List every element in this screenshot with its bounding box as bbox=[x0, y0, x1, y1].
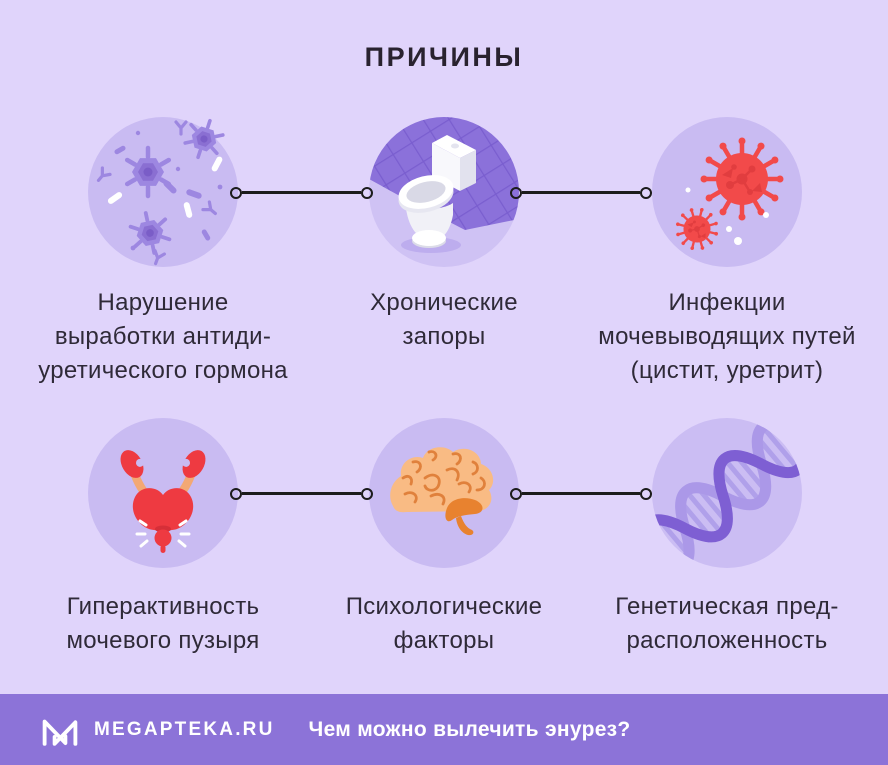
connector-row2-right bbox=[510, 487, 652, 500]
connector-line bbox=[242, 191, 361, 194]
connector-row2-left bbox=[230, 487, 373, 500]
connector-dot bbox=[230, 487, 242, 500]
bladder-kidneys-icon bbox=[88, 418, 238, 568]
dna-icon bbox=[652, 418, 802, 568]
connector-dot bbox=[640, 487, 652, 500]
megapteka-logo-icon bbox=[42, 719, 78, 746]
connector-dot bbox=[510, 487, 522, 500]
microbes-icon bbox=[88, 117, 238, 267]
connector-line bbox=[522, 191, 640, 194]
viruses-icon bbox=[652, 117, 802, 267]
footer-brand: MEGAPTEKA.RU bbox=[94, 718, 275, 740]
cause-label-constipation: Хронические запоры bbox=[370, 289, 518, 350]
toilet-icon bbox=[369, 117, 519, 267]
connector-dot bbox=[640, 186, 652, 199]
cause-label-bladder: Гиперактивность мочевого пузыря bbox=[66, 593, 260, 654]
connector-dot bbox=[510, 186, 522, 199]
cause-label-infections: Инфекции мочевыводящих путей (цистит, ур… bbox=[598, 289, 856, 384]
cause-label-psychological: Психологические факторы bbox=[345, 593, 543, 654]
footer-question: Чем можно вылечить энурез? bbox=[308, 717, 631, 741]
connector-dot bbox=[361, 186, 373, 199]
cause-label-hormone: Нарушение выработки антиди- уретического… bbox=[38, 289, 288, 384]
connector-line bbox=[242, 492, 361, 495]
footer-bar: MEGAPTEKA.RU Чем можно вылечить энурез? bbox=[0, 694, 888, 765]
connector-line bbox=[522, 492, 640, 495]
brain-icon bbox=[369, 418, 519, 568]
connector-row1-left bbox=[230, 186, 373, 199]
page-title: ПРИЧИНЫ bbox=[364, 42, 524, 72]
cause-label-genetic: Генетическая пред- расположенность bbox=[615, 593, 839, 654]
connector-dot bbox=[361, 487, 373, 500]
connector-dot bbox=[230, 186, 242, 199]
connector-row1-right bbox=[510, 186, 652, 199]
